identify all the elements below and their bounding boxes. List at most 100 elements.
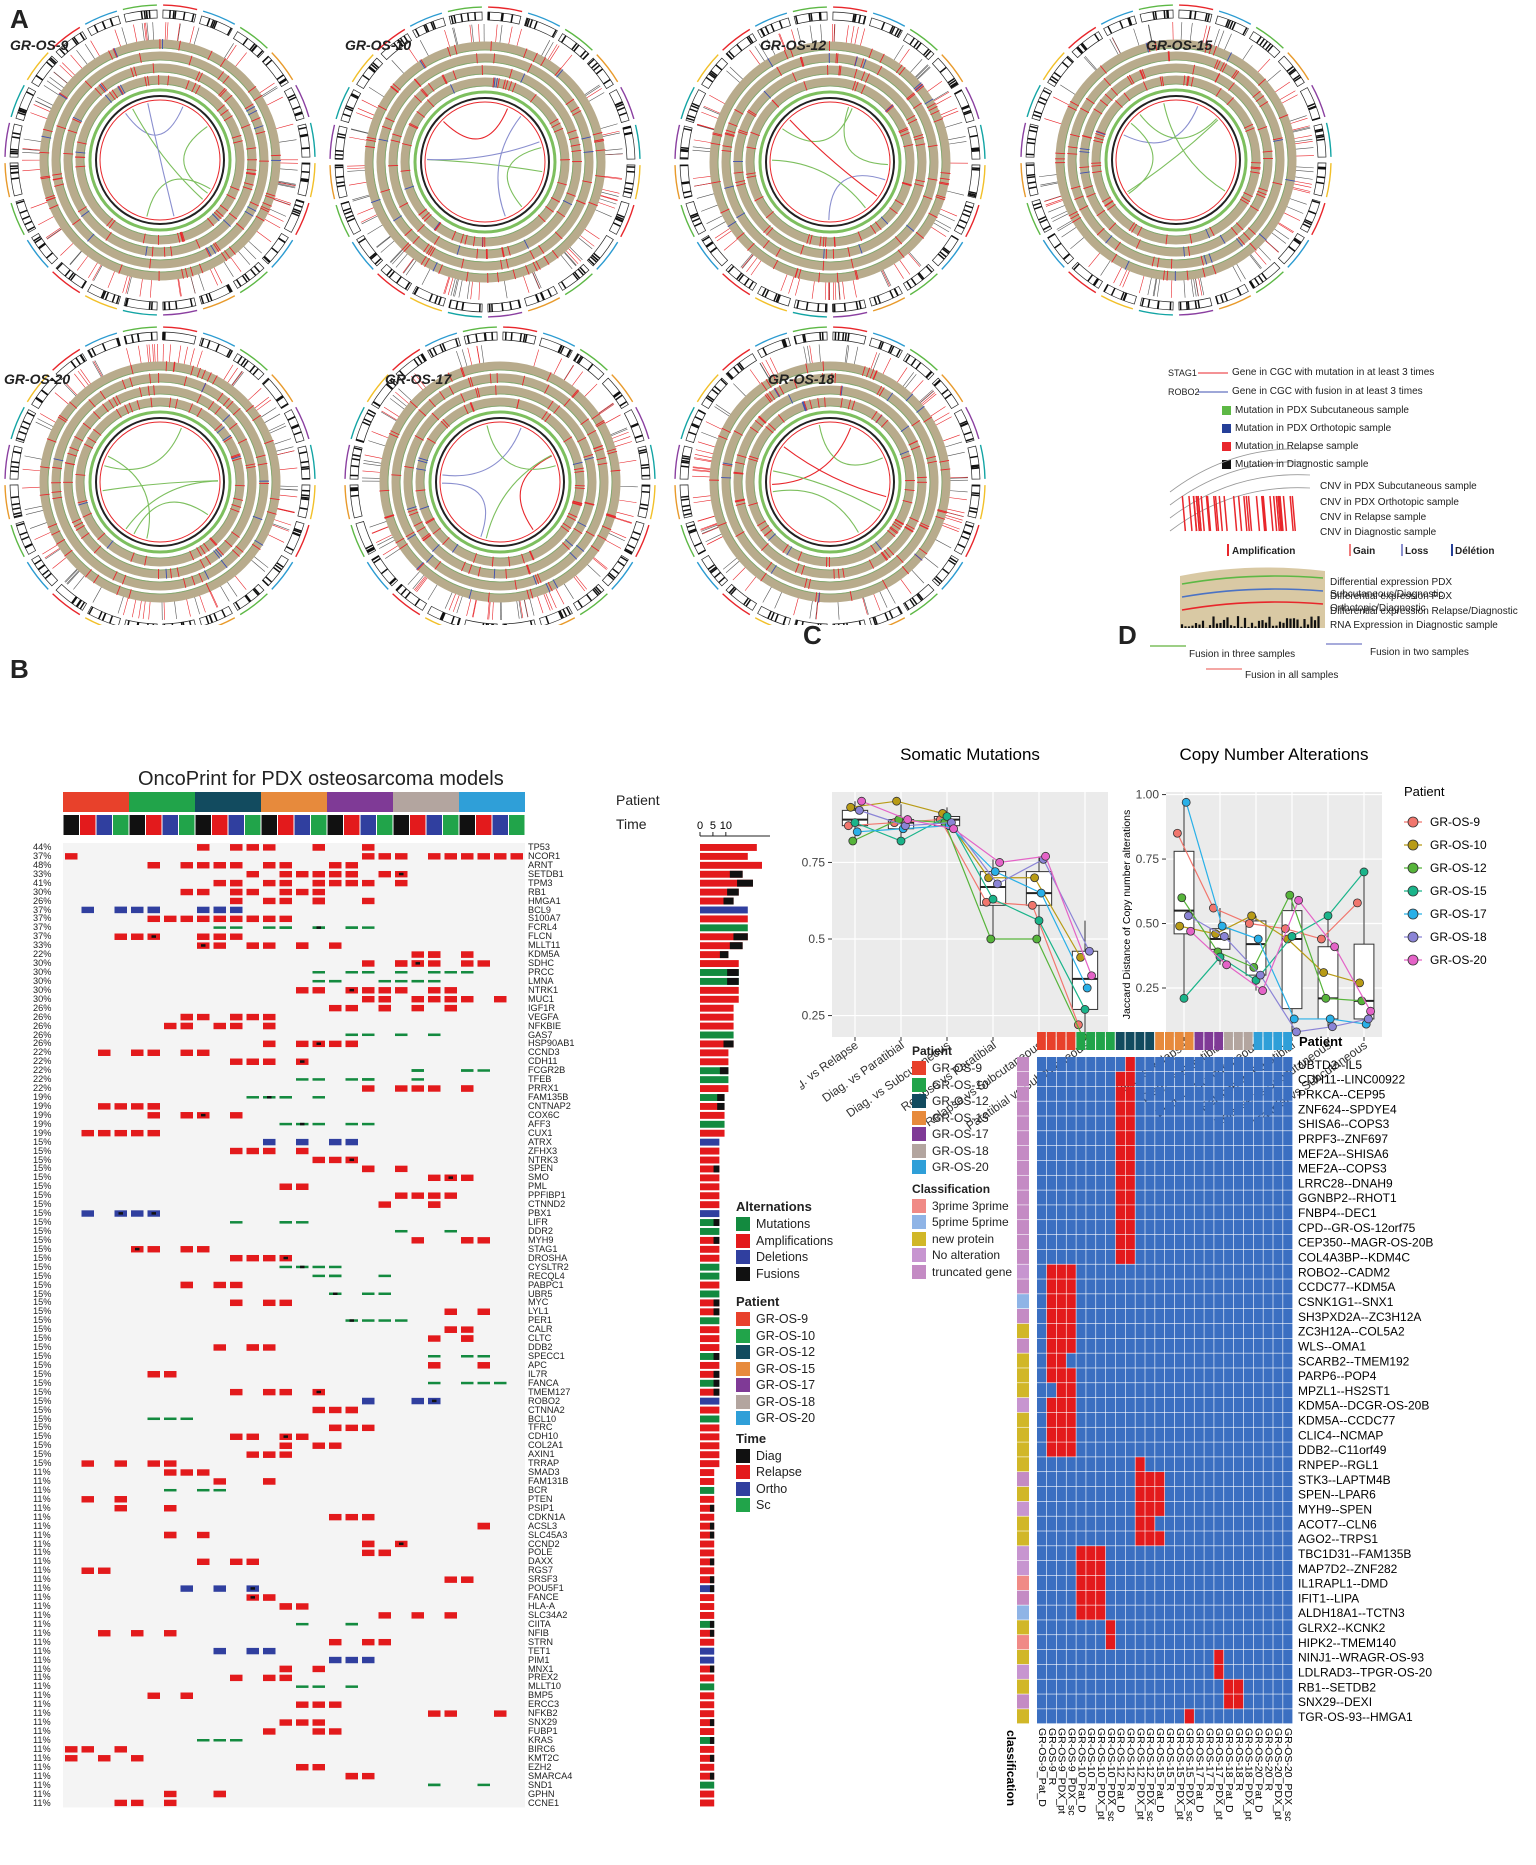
heat-cell [1283, 1205, 1293, 1220]
cnv-mark [762, 239, 770, 249]
oncoprint-percent: 11% [33, 1592, 51, 1603]
heat-cell [1086, 1116, 1096, 1131]
track-ring [745, 397, 915, 567]
chromosome-arc [1311, 202, 1326, 236]
gene-label-tick [1295, 147, 1314, 150]
heat-cell [1105, 1249, 1116, 1264]
cnv-mark [1202, 267, 1206, 278]
heat-cell [1145, 1101, 1155, 1116]
gene-label-tick [398, 388, 412, 402]
gene-label-tick [729, 66, 744, 80]
gene-label-tick [213, 267, 223, 284]
cnv-mark [399, 202, 409, 208]
heat-cell [1086, 1353, 1096, 1368]
chromosome-band [404, 591, 411, 599]
cnv-mark [937, 509, 948, 513]
cnv-mark [370, 198, 381, 204]
chromosome-band [174, 10, 177, 19]
gene-label-tick [870, 352, 878, 370]
alt-mutation [197, 1739, 210, 1742]
cnv-bar [1247, 495, 1253, 532]
chromosome-segment [1025, 123, 1039, 158]
cnv-mark [922, 195, 933, 200]
box [1071, 950, 1099, 1010]
gene-label-tick [278, 180, 296, 185]
alt-amplification [180, 1281, 193, 1289]
cnv-mark [385, 117, 395, 123]
cnv-mark [46, 438, 57, 443]
gene-label-tick [472, 599, 477, 618]
gene-label-tick [519, 600, 524, 619]
legend-time-label: Diag [756, 1448, 782, 1463]
chromosome-band [380, 568, 389, 575]
chromosome-band [847, 333, 850, 342]
alt-amplification [81, 1129, 94, 1137]
cnv-mark [896, 555, 904, 564]
chromosome-band [579, 266, 587, 274]
oncoprint-percent: 11% [33, 1547, 51, 1558]
chromosome-band [510, 14, 514, 23]
heat-cell [1263, 1308, 1273, 1324]
alt-amplification [230, 1022, 243, 1030]
gene-label-tick [578, 237, 593, 250]
heat-cell [1243, 1116, 1254, 1131]
legend-point [1407, 816, 1419, 828]
gene-label-tick [700, 523, 718, 531]
oncoprint-percent: 15% [33, 1458, 52, 1469]
gene-label-tick [604, 539, 622, 549]
chromosome-band [577, 268, 585, 276]
heat-cell [1184, 1086, 1194, 1101]
chromosome-segment [601, 377, 629, 410]
cnv-mark [1165, 234, 1168, 245]
chromosome-band [145, 10, 148, 19]
cnv-mark [242, 186, 253, 191]
series-point [855, 805, 864, 815]
heat-cell [1224, 1234, 1234, 1250]
chromosome-segment [232, 353, 265, 381]
gene-label-tick [471, 24, 474, 43]
oncoprint-gene: NFKB2 [528, 1708, 558, 1719]
gene-label-tick [385, 548, 401, 559]
cnv-mark [597, 462, 608, 466]
cnv-mark [1237, 236, 1245, 245]
chromosome-band [420, 354, 426, 362]
chromosome-arc [344, 444, 351, 479]
cnv-mark [839, 65, 842, 76]
track-ring [51, 51, 269, 269]
heat-row-label: CSNK1G1--SNX1 [1298, 1295, 1394, 1309]
heat-cell [1233, 1101, 1244, 1116]
oncoprint-percent: 48% [33, 859, 52, 870]
chromosome-band [889, 290, 894, 299]
series-point [1359, 867, 1369, 877]
chromosome-arc [329, 165, 336, 200]
chromosome-band [959, 420, 968, 426]
gene-label-tick [899, 259, 911, 275]
oncoprint-gene: LIFR [528, 1217, 548, 1228]
cnv-mark [1096, 209, 1106, 217]
heat-cell [1273, 1264, 1283, 1279]
alt-amplification [213, 915, 226, 923]
alt-mutation [362, 1122, 375, 1126]
chromosome-band [253, 587, 261, 595]
chromosome-segment [586, 234, 614, 267]
chromosome-arc [52, 593, 81, 616]
chromosome-band [819, 12, 822, 21]
alt-mutation [362, 926, 375, 929]
count-bar [700, 1504, 715, 1512]
cnv-mark [584, 502, 595, 506]
alt-amplification [263, 862, 276, 869]
cnv-mark [939, 177, 950, 181]
alt-fusion [135, 1247, 140, 1251]
heat-cell [1283, 1249, 1293, 1264]
heat-cell [1243, 1101, 1254, 1116]
heat-cell [1115, 1397, 1126, 1413]
cnv-mark [245, 405, 254, 413]
cnv-mark [40, 175, 51, 178]
cnv-mark [590, 545, 600, 552]
chromosome-arc [1100, 295, 1134, 310]
chromosome-band [295, 199, 305, 204]
fusion-chord [789, 119, 878, 197]
chromosome-band [1087, 274, 1094, 282]
chromosome-band [625, 181, 634, 185]
chromosome-band [374, 258, 382, 265]
